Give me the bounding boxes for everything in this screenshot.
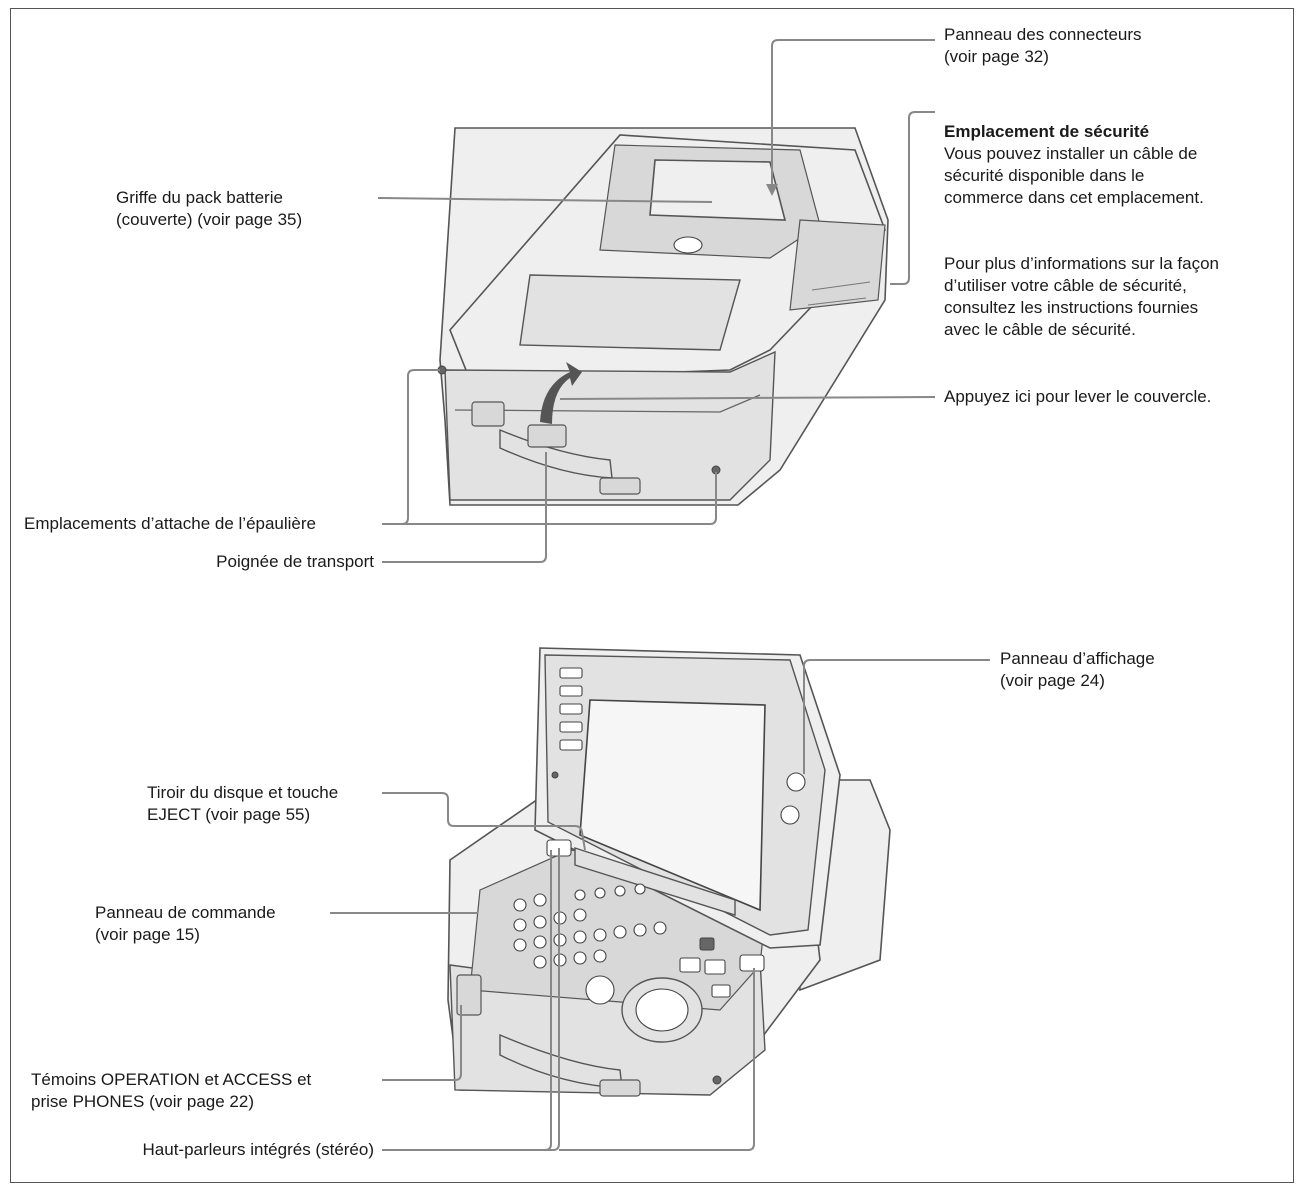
label-carry-handle: Poignée de transport xyxy=(216,552,374,571)
label-control-panel: Panneau de commande (voir page 15) xyxy=(95,903,276,944)
label-speakers: Haut-parleurs intégrés (stéréo) xyxy=(142,1140,374,1159)
label-connector-panel: Panneau des connecteurs (voir page 32) xyxy=(944,25,1142,66)
figure-frame xyxy=(10,8,1294,1183)
label-disc-tray: Tiroir du disque et touche EJECT (voir p… xyxy=(147,783,339,824)
label-battery-shoe: Griffe du pack batterie (couverte) (voir… xyxy=(116,188,303,229)
closed-device xyxy=(437,127,889,506)
label-indicators: Témoins OPERATION et ACCESS et prise PHO… xyxy=(31,1070,312,1111)
security-slot-title: Emplacement de sécurité xyxy=(944,122,1150,141)
callout-lines xyxy=(330,39,990,1151)
label-display-panel: Panneau d’affichage (voir page 24) xyxy=(1000,649,1155,690)
security-slot-info: Pour plus d’informations sur la façon d’… xyxy=(944,254,1219,339)
label-shoulder-strap: Emplacements d’attache de l’épaulière xyxy=(24,514,317,533)
label-security-slot: Emplacement de sécurité Vous pouvez inst… xyxy=(944,99,1284,363)
security-slot-body: Vous pouvez installer un câble de sécuri… xyxy=(944,144,1204,207)
lcd-screen xyxy=(579,699,766,912)
open-device xyxy=(447,647,891,1097)
disc-tray xyxy=(574,847,736,916)
label-lift-cover: Appuyez ici pour lever le couvercle. xyxy=(944,387,1212,406)
